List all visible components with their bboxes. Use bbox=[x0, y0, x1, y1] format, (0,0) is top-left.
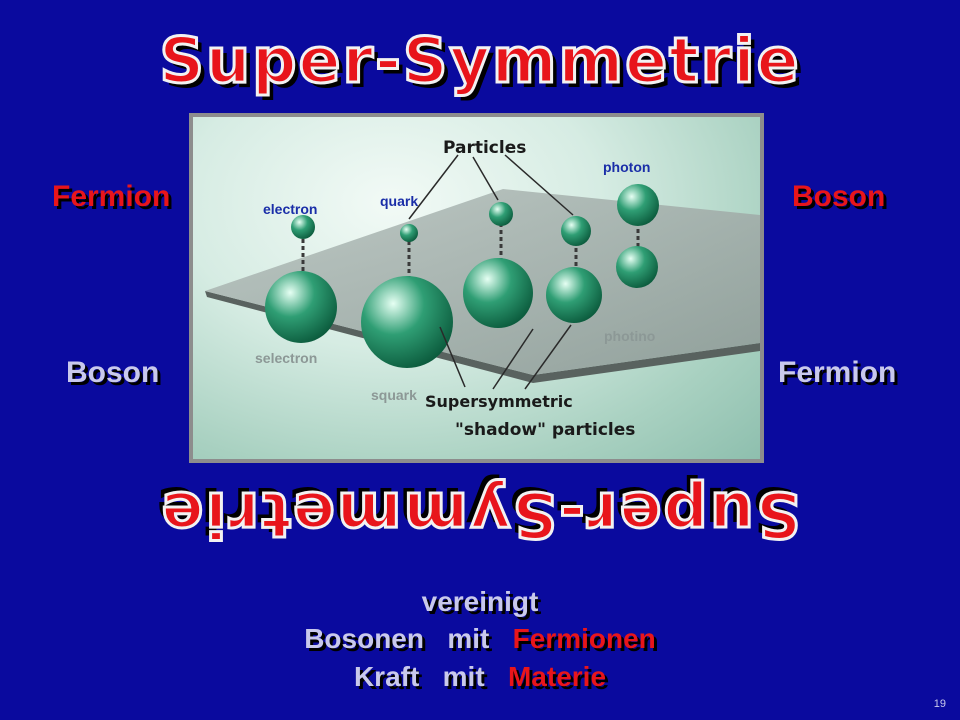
label-electron: electron bbox=[263, 201, 317, 217]
bottom-line-1: vereinigt bbox=[0, 586, 960, 618]
right-bottom-label: Fermion bbox=[778, 356, 897, 389]
with-text-2: mit bbox=[442, 661, 485, 692]
bosons-text: Bosonen bbox=[304, 623, 424, 654]
selectron-sphere bbox=[265, 271, 337, 343]
slide-title: Super-Symmetrie bbox=[158, 23, 801, 99]
label-photon: photon bbox=[603, 159, 650, 175]
connectors bbox=[301, 223, 640, 282]
matter-text: Materie bbox=[507, 661, 607, 692]
page-number: 19 bbox=[933, 698, 946, 710]
force-text: Kraft bbox=[353, 661, 420, 692]
left-top-label: Fermion bbox=[52, 180, 171, 213]
with-text-1: mit bbox=[447, 623, 490, 654]
figure-caption-line2: "shadow" particles bbox=[455, 420, 635, 440]
figure-heading: Particles bbox=[443, 138, 526, 158]
right-top-label: Boson bbox=[792, 180, 886, 213]
photino-sphere bbox=[616, 246, 658, 288]
particle-sphere-3 bbox=[489, 202, 513, 226]
quark-sphere bbox=[400, 224, 418, 242]
label-quark: quark bbox=[380, 193, 418, 209]
mirrored-title: Super-Symmetrie bbox=[158, 477, 802, 553]
label-selectron: selectron bbox=[255, 350, 317, 366]
sphere-shadow-3 bbox=[463, 258, 533, 328]
unifies-text: vereinigt bbox=[421, 586, 539, 617]
sphere-shadow-4 bbox=[546, 267, 602, 323]
photon-sphere bbox=[617, 184, 659, 226]
label-squark: squark bbox=[371, 387, 417, 403]
particle-sphere-4 bbox=[561, 216, 591, 246]
label-photino: photino bbox=[604, 328, 655, 344]
electron-sphere bbox=[291, 215, 315, 239]
fermions-text: Fermionen bbox=[512, 623, 656, 654]
plane-shadow bbox=[205, 291, 760, 383]
supersymmetry-figure: Particles Supersymmetric "shadow" partic… bbox=[189, 113, 764, 463]
left-bottom-label: Boson bbox=[66, 356, 160, 389]
bottom-line-3: Kraft mit Materie bbox=[0, 661, 960, 693]
squark-sphere bbox=[361, 276, 453, 368]
pointer-lines bbox=[408, 154, 574, 390]
figure-svg: Particles Supersymmetric "shadow" partic… bbox=[205, 138, 760, 440]
figure-caption-line1: Supersymmetric bbox=[425, 392, 573, 411]
bottom-line-2: Bosonen mit Fermionen bbox=[0, 623, 960, 655]
